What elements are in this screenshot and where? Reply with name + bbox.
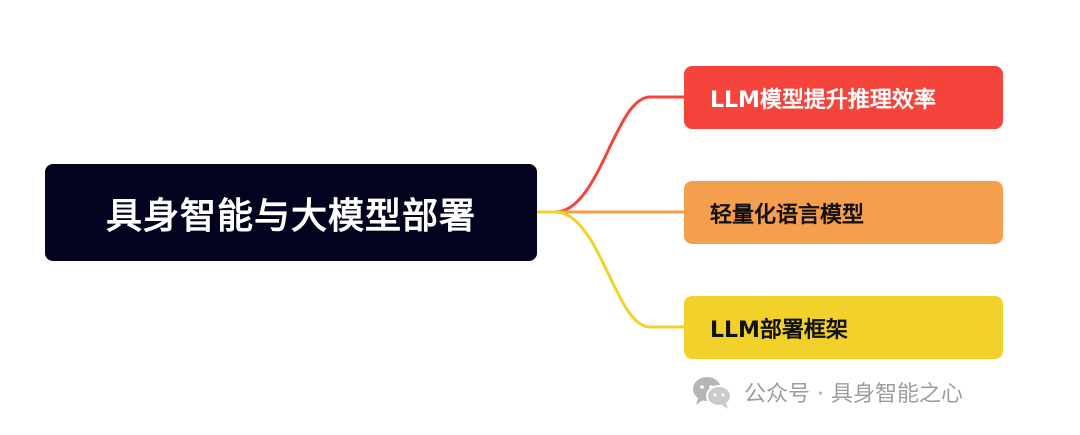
branch-node-llm-inference: LLM模型提升推理效率 — [684, 66, 1003, 129]
branch-node-label: LLM模型提升推理效率 — [710, 87, 936, 113]
root-node: 具身智能与大模型部署 — [45, 164, 537, 261]
connector-branch-1 — [535, 95, 686, 214]
root-node-label: 具身智能与大模型部署 — [105, 195, 476, 237]
watermark-text: 公众号 · 具身智能之心 — [744, 382, 963, 407]
branch-node-lightweight-lm: 轻量化语言模型 — [684, 181, 1003, 244]
watermark: 公众号 · 具身智能之心 — [690, 374, 963, 410]
branch-node-llm-deployment: LLM部署框架 — [684, 296, 1003, 359]
wechat-icon — [693, 377, 732, 409]
connector-branch-3 — [535, 210, 686, 329]
branch-node-label: 轻量化语言模型 — [710, 202, 865, 228]
branch-node-label: LLM部署框架 — [710, 317, 848, 343]
